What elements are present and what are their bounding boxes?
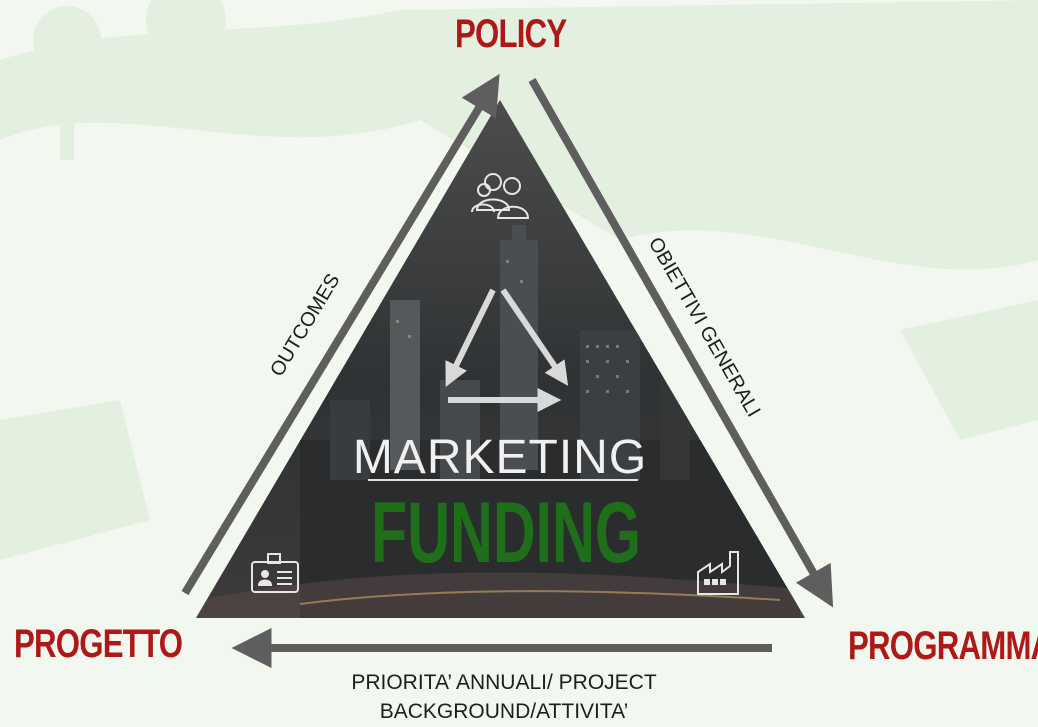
factory-icon	[697, 551, 739, 595]
corner-label-progetto: PROGETTO	[14, 622, 183, 666]
marketing-title: MARKETING	[353, 431, 647, 484]
edge-label-priorita-line1: PRIORITA’ ANNUALI/ PROJECT	[351, 671, 657, 694]
cycle-arrows	[181, 73, 834, 668]
edge-label-priorita-line2: BACKGROUND/ATTIVITA’	[379, 700, 629, 723]
edge-label-priorita: PRIORITA’ ANNUALI/ PROJECT BACKGROUND/AT…	[294, 668, 714, 726]
funding-title: FUNDING	[371, 485, 641, 581]
city-skyline	[196, 225, 805, 618]
id-badge-icon	[251, 553, 299, 593]
people-icon	[471, 173, 530, 219]
corner-label-policy: POLICY	[455, 12, 567, 56]
arrow-policy-to-programma	[528, 78, 834, 608]
cycle-arrows-icon	[445, 288, 569, 412]
arrow-progetto-to-policy	[181, 73, 500, 596]
corner-label-programma: PROGRAMMA	[848, 624, 1038, 668]
